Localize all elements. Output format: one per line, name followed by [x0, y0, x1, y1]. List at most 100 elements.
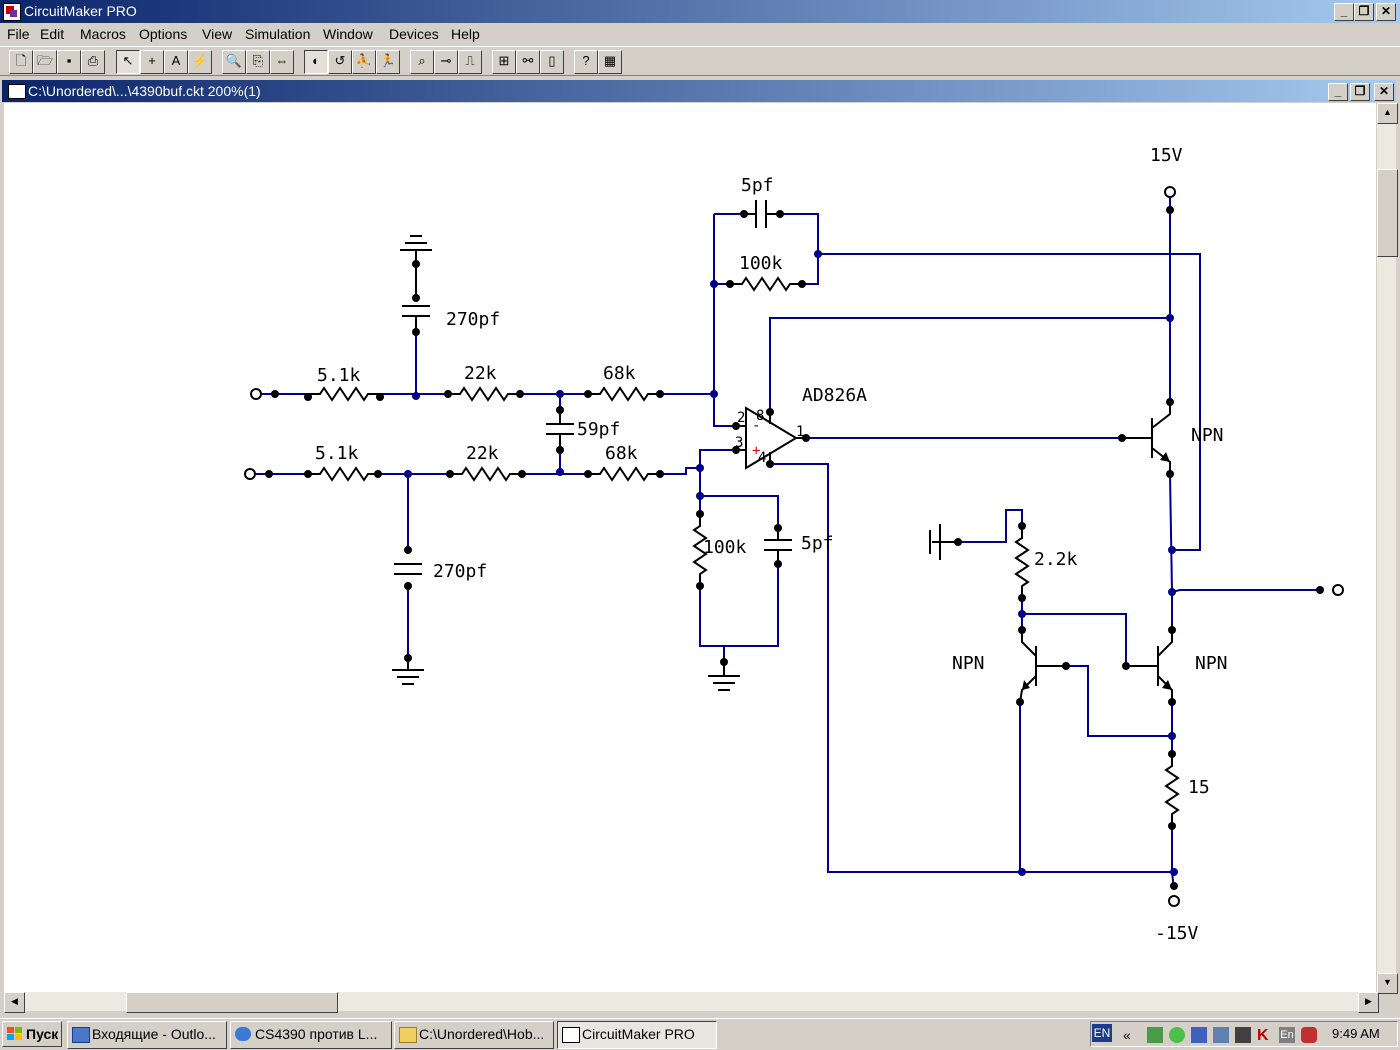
doc-minimize-icon[interactable]: _: [1328, 83, 1348, 101]
taskbar-browser[interactable]: CS4390 против L...: [230, 1021, 392, 1049]
ground-top: [400, 235, 432, 266]
new-file-icon[interactable]: 🗋: [9, 50, 33, 74]
vertical-scrollbar[interactable]: ▲ ▼: [1377, 103, 1398, 994]
opamp-ad826a: [736, 406, 806, 470]
scroll-down-icon[interactable]: ▼: [1377, 973, 1398, 994]
resistor-68k-top: [588, 386, 660, 402]
horizontal-scroll-thumb[interactable]: [126, 992, 338, 1013]
grounds: [392, 235, 740, 691]
terminals: [244, 186, 1344, 907]
document-title: C:\Unordered\...\4390buf.ckt 200%(1): [28, 83, 261, 99]
ground-bottom: [392, 658, 424, 685]
netlist-icon[interactable]: ⊞: [492, 50, 516, 74]
menu-devices[interactable]: Devices: [389, 26, 439, 42]
taskbar-folder[interactable]: C:\Unordered\Hob...: [394, 1021, 554, 1049]
schematic-canvas[interactable]: - +: [4, 103, 1376, 992]
open-folder-icon[interactable]: 🗁: [33, 50, 57, 74]
scroll-right-icon[interactable]: ▶: [1358, 992, 1379, 1013]
print-icon[interactable]: ⎙: [81, 50, 105, 74]
document-icon[interactable]: [8, 84, 26, 99]
probe-icon[interactable]: ⊸: [434, 50, 458, 74]
rotate-icon[interactable]: ⎘: [246, 50, 270, 74]
scroll-up-icon[interactable]: ▲: [1377, 103, 1398, 124]
label-2-2k: 2.2k: [1034, 549, 1078, 570]
keyboard-layout-icon[interactable]: En: [1279, 1027, 1295, 1043]
menu-edit[interactable]: Edit: [40, 26, 65, 42]
transistor-arrows: [1022, 452, 1172, 690]
arrow-tool-icon[interactable]: ↖: [116, 50, 140, 74]
menu-macros[interactable]: Macros: [80, 26, 126, 42]
waveform-icon[interactable]: ⎍: [458, 50, 482, 74]
menu-view[interactable]: View: [202, 26, 233, 42]
usb-icon[interactable]: [1235, 1027, 1251, 1043]
capacitors: [394, 200, 958, 575]
shield-icon[interactable]: [1301, 1027, 1317, 1043]
help-icon[interactable]: ?: [574, 50, 598, 74]
run-icon[interactable]: 🏃: [376, 50, 400, 74]
menu-options[interactable]: Options: [139, 26, 188, 42]
minimize-icon[interactable]: _: [1334, 3, 1354, 21]
taskbar-circuitmaker[interactable]: CircuitMaker PRO: [557, 1021, 717, 1049]
color-settings-icon[interactable]: ▦: [598, 50, 622, 74]
monitor-icon[interactable]: [1213, 1027, 1229, 1043]
wire-tool-icon[interactable]: +: [140, 50, 164, 74]
mirror-icon[interactable]: ⇔: [270, 50, 294, 74]
circuitmaker-app-icon[interactable]: [3, 3, 21, 21]
ground-reference: [708, 662, 740, 691]
tray-expand-icon[interactable]: «: [1123, 1027, 1131, 1043]
text-tool-icon[interactable]: A: [164, 50, 188, 74]
npn-q1: [1122, 402, 1171, 474]
display-icon[interactable]: [1191, 1027, 1207, 1043]
analog-mode-icon[interactable]: ◐: [304, 50, 328, 74]
label-15v: 15V: [1150, 145, 1183, 166]
app-title-bar[interactable]: CircuitMaker PRO _ ❐ ✕: [0, 0, 1400, 23]
save-icon[interactable]: ▪: [57, 50, 81, 74]
label-68k-bottom: 68k: [605, 443, 638, 464]
pin-4: 4: [758, 450, 766, 466]
restore-icon[interactable]: ❐: [1354, 3, 1374, 21]
resistor-22k-top: [448, 386, 520, 402]
step-icon[interactable]: ⛹: [352, 50, 376, 74]
menu-window[interactable]: Window: [323, 26, 373, 42]
pin-dots: [265, 206, 1324, 890]
zoom-icon[interactable]: 🔍: [222, 50, 246, 74]
language-indicator[interactable]: EN: [1092, 1024, 1112, 1042]
resistor-100k-feedback: [730, 276, 802, 292]
doc-close-icon[interactable]: ✕: [1374, 83, 1394, 101]
document-title-bar[interactable]: C:\Unordered\...\4390buf.ckt 200%(1) _ ❐…: [2, 80, 1396, 102]
reset-icon[interactable]: ↺: [328, 50, 352, 74]
pin-1: 1: [796, 424, 804, 440]
label-100k-feedback: 100k: [739, 253, 783, 274]
close-icon[interactable]: ✕: [1376, 3, 1396, 21]
messenger-icon[interactable]: [1169, 1027, 1185, 1043]
menu-bar: File Edit Macros Options View Simulation…: [0, 23, 1400, 45]
device-icon[interactable]: ▯: [540, 50, 564, 74]
label-22k-bottom: 22k: [466, 443, 499, 464]
wires: [256, 198, 1320, 891]
antivirus-k-icon[interactable]: K: [1257, 1027, 1269, 1044]
doc-restore-icon[interactable]: ❐: [1350, 83, 1370, 101]
start-button[interactable]: Пуск: [2, 1021, 62, 1047]
system-tray: « K En: [1090, 1021, 1398, 1047]
resistor-100k-reference: [692, 514, 708, 586]
resistor-5-1k-bottom: [308, 466, 378, 482]
menu-simulation[interactable]: Simulation: [245, 26, 311, 42]
resistor-68k-bottom: [588, 466, 660, 482]
probe-tool-icon[interactable]: ⚡: [188, 50, 212, 74]
schematic-drawing[interactable]: - +: [4, 103, 1376, 992]
menu-file[interactable]: File: [7, 26, 30, 42]
label-5-1k-bottom: 5.1k: [315, 443, 359, 464]
trace-icon[interactable]: ⌕: [410, 50, 434, 74]
label-5-1k-top: 5.1k: [317, 365, 361, 386]
pin-3: 3: [735, 435, 743, 451]
capacitor-59pf: [546, 410, 574, 450]
find-icon[interactable]: ⚯: [516, 50, 540, 74]
scroll-left-icon[interactable]: ◀: [4, 992, 25, 1013]
clock: 9:49 AM: [1332, 1026, 1380, 1041]
taskbar-outlook[interactable]: Входящие - Outlo...: [67, 1021, 227, 1049]
horizontal-scrollbar[interactable]: ◀ ▶: [4, 992, 1379, 1013]
network-icon[interactable]: [1147, 1027, 1163, 1043]
vertical-scroll-thumb[interactable]: [1377, 169, 1398, 257]
menu-help[interactable]: Help: [451, 26, 480, 42]
label-15-ohm: 15: [1188, 777, 1210, 798]
